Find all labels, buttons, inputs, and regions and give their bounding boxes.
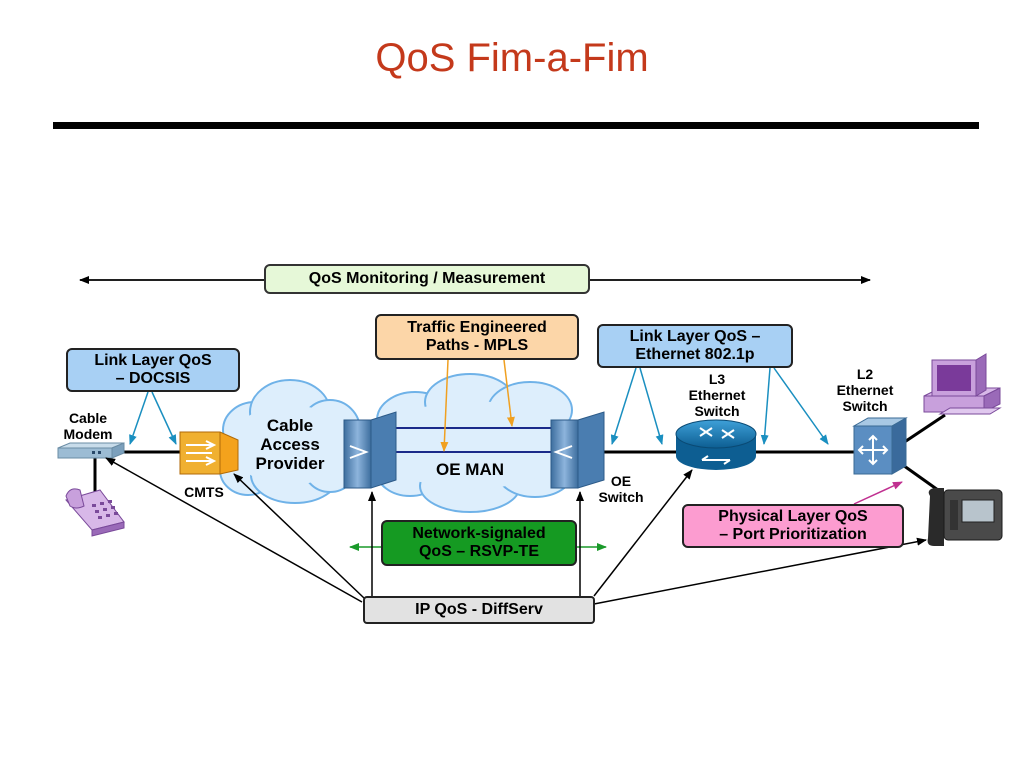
physical-layer-label: Physical Layer QoS – Port Prioritization xyxy=(718,508,868,543)
qos-monitoring-label: QoS Monitoring / Measurement xyxy=(308,270,546,287)
diffserv-box: IP QoS - DiffServ xyxy=(363,596,595,624)
telephone-icon xyxy=(65,488,125,537)
rsvp-te-label: Network-signaled QoS – RSVP-TE xyxy=(412,525,546,560)
physical-layer-box: Physical Layer QoS – Port Prioritization xyxy=(682,504,904,548)
l2-switch-label: L2 Ethernet Switch xyxy=(836,366,894,414)
cable-modem-icon xyxy=(57,442,125,459)
mpls-box: Traffic Engineered Paths - MPLS xyxy=(375,314,579,360)
l2-switch-icon xyxy=(852,417,908,475)
cable-cloud-fill xyxy=(230,405,350,485)
ethernet-8021p-box: Link Layer QoS – Ethernet 802.1p xyxy=(597,324,793,368)
switch-pc-link xyxy=(899,413,946,447)
oe-switch-left-icon xyxy=(343,411,397,489)
rsvp-te-box: Network-signaled QoS – RSVP-TE xyxy=(381,520,577,566)
oe-man-label: OE MAN xyxy=(436,460,504,479)
slide-title: QoS Fim-a-Fim xyxy=(375,36,649,80)
docsis-label: Link Layer QoS – DOCSIS xyxy=(94,352,212,387)
oe-man-cloud-fill xyxy=(377,401,567,489)
ethernet-8021p-label: Link Layer QoS – Ethernet 802.1p xyxy=(629,328,761,363)
mpls-arrows xyxy=(440,359,515,452)
cable-modem-label: Cable Modem xyxy=(63,410,113,442)
cmts-icon xyxy=(179,431,239,475)
oe-switch-label: OE Switch xyxy=(598,473,644,505)
ip-phone-icon xyxy=(927,488,1003,546)
computer-icon xyxy=(923,353,1002,415)
physical-layer-arrow xyxy=(853,481,903,505)
cable-access-provider-label: Cable Access Provider xyxy=(255,416,325,473)
diffserv-arrows xyxy=(105,457,927,605)
mpls-label: Traffic Engineered Paths - MPLS xyxy=(407,319,547,354)
cmts-label: CMTS xyxy=(184,484,224,500)
docsis-box: Link Layer QoS – DOCSIS xyxy=(66,348,240,392)
l3-switch-label: L3 Ethernet Switch xyxy=(688,371,746,419)
qos-monitoring-box: QoS Monitoring / Measurement xyxy=(264,264,590,294)
link-layer-arrows xyxy=(129,367,829,445)
oe-switch-right-icon xyxy=(550,411,605,489)
diffserv-label: IP QoS - DiffServ xyxy=(415,601,543,618)
l3-router-icon xyxy=(675,419,757,470)
title-underline xyxy=(53,122,979,129)
